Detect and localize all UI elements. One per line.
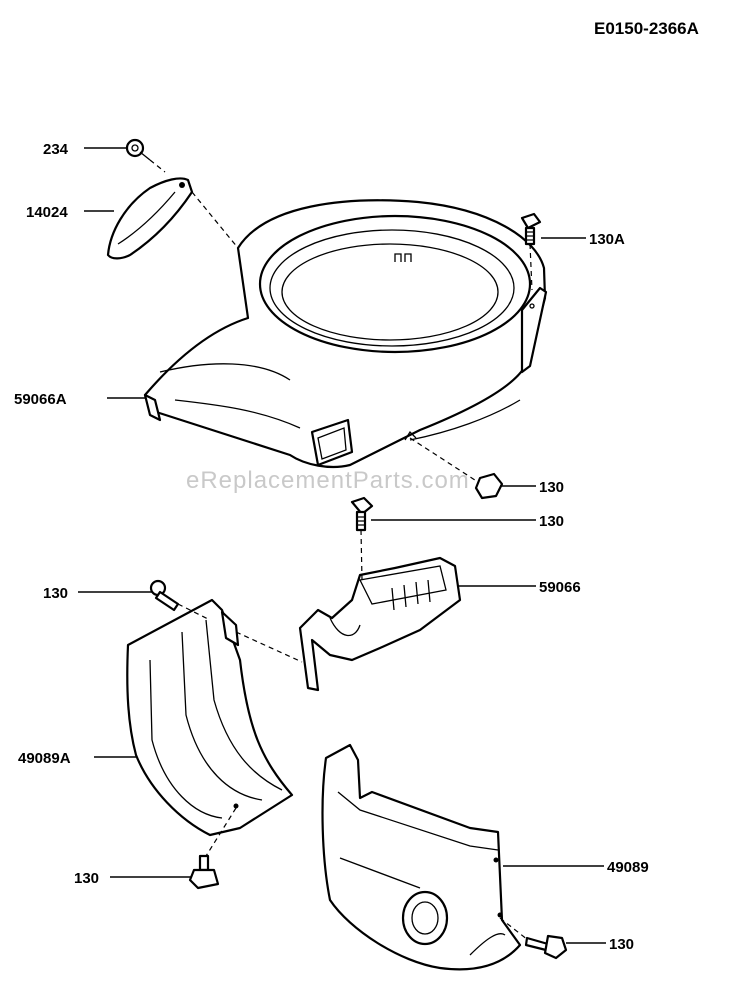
label-59066a: 59066A (14, 391, 67, 408)
label-130-2: 130 (539, 513, 564, 530)
bolt-130-bracket (350, 496, 374, 532)
leader-lines (78, 147, 606, 944)
bracket-59066 (298, 556, 462, 692)
part-labels: 234 14024 130A 59066A 130 130 59066 130 … (14, 141, 649, 953)
bolt-130-housing (474, 472, 504, 500)
cover-14024 (106, 177, 194, 260)
watermark: eReplacementParts.com (186, 467, 470, 494)
shroud-49089 (321, 743, 522, 971)
shroud-49089a (126, 598, 294, 837)
label-14024: 14024 (26, 204, 68, 221)
screw-234 (125, 138, 151, 161)
label-130-5: 130 (609, 936, 634, 953)
bolt-130-left (149, 579, 180, 612)
bolt-130a (520, 212, 542, 246)
label-130-3: 130 (43, 585, 68, 602)
bolt-130-lower-left (188, 854, 220, 890)
label-49089: 49089 (607, 859, 649, 876)
assembly-lines (149, 159, 533, 941)
label-130a: 130A (589, 231, 625, 248)
label-234: 234 (43, 141, 69, 158)
label-59066: 59066 (539, 579, 581, 596)
bolt-130-lower-right (524, 934, 568, 960)
fan-housing-59066a (143, 199, 548, 469)
label-130-4: 130 (74, 870, 99, 887)
label-130-1: 130 (539, 479, 564, 496)
diagram-code: E0150-2366A (594, 19, 699, 38)
label-49089a: 49089A (18, 750, 71, 767)
